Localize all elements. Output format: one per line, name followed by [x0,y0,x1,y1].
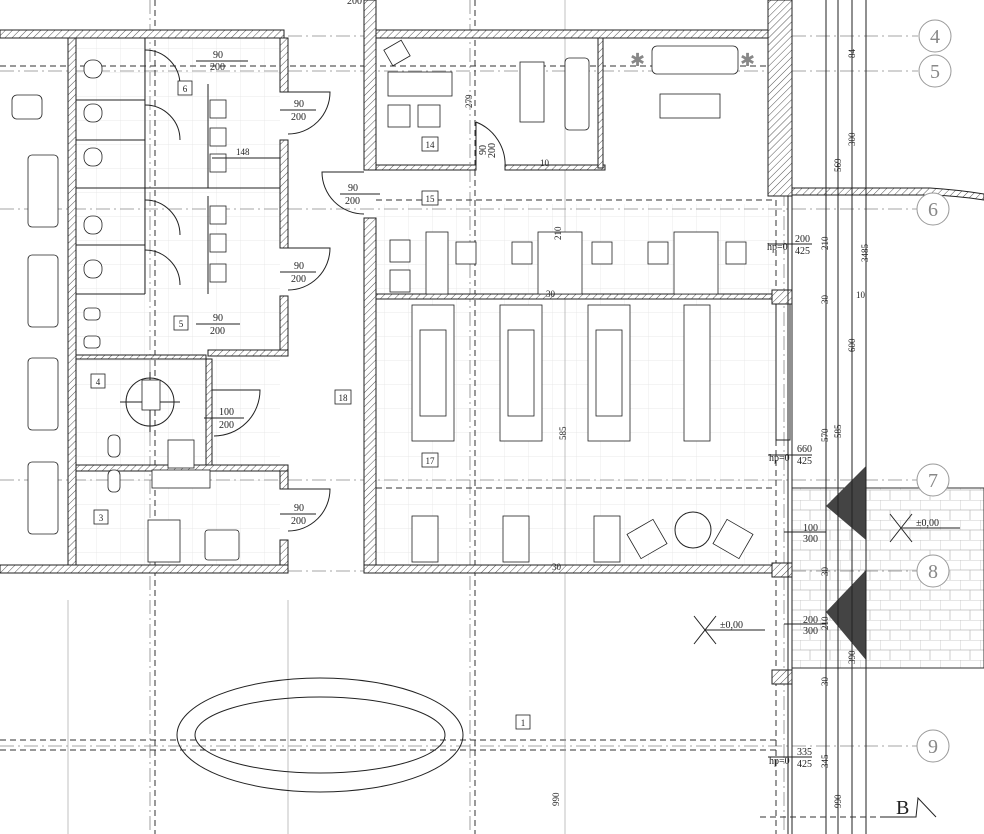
door-width: 100 [219,407,234,418]
level-marks: ±0,00 ±0,00 [693,513,960,645]
dim: 84 [847,49,857,59]
section-mark: B [760,796,937,819]
door-width: 90 [213,50,223,61]
sill-height: hp=0 [769,453,790,464]
dim: 390 [847,650,857,664]
window-width: 335 [797,747,812,758]
room-number: 5 [179,319,184,329]
left-seating [11,94,59,535]
door-height: 300 [803,626,818,637]
grid-axis-markers: 4 5 6 7 8 9 [916,19,952,763]
door-height: 200 [291,516,306,527]
dim: 30 [820,677,830,687]
window-height: 425 [797,759,812,770]
room-number: 15 [426,194,436,204]
room-numbers: 6 5 4 3 14 15 17 18 1 [90,80,531,730]
door-height: 200 [219,420,234,431]
dim: 569 [833,158,843,172]
furniture: ✱ ✱ [383,39,755,563]
door-height: 200 [291,274,306,285]
axis-label: 5 [930,61,940,83]
door-height: 200 [487,143,498,158]
door-height: 200 [210,326,225,337]
door-width: 90 [478,145,489,155]
dim: 990 [833,794,843,808]
level-mark: ±0,00 [916,518,939,529]
plant-icon: ✱ [740,50,755,70]
sill-height: hp=0 [769,756,790,767]
door-width: 90 [294,99,304,110]
level-mark: ±0,00 [720,620,743,631]
dim: 30 [552,562,562,572]
paving-area [791,487,984,669]
plant-icon: ✱ [630,50,645,70]
entrance-arrow [826,570,866,660]
dim: 30 [820,567,830,577]
window-height: 425 [797,456,812,467]
dim: 30 [546,289,556,299]
dim: 600 [847,338,857,352]
dim: 210 [553,226,563,240]
axis-label: 6 [928,199,938,221]
section-label: B [896,797,909,819]
room-number: 18 [339,393,349,403]
door-width: 100 [803,523,818,534]
room-number: 6 [183,84,188,94]
room-number: 14 [426,140,436,150]
dim: 585 [558,426,568,440]
room-number: 3 [99,513,104,523]
dimension-lines [825,0,867,834]
dim: 210 [820,616,830,630]
axis-label: 9 [928,736,938,758]
dim: 300 [847,132,857,146]
dim: 990 [551,792,561,806]
door-width: 200 [803,615,818,626]
window-height: 425 [795,246,810,257]
window-width: 660 [797,444,812,455]
dimension-values: 148 279 10 210 30 585 30 990 84 300 569 … [212,49,870,808]
dim: 148 [236,147,250,157]
door-width: 90 [348,183,358,194]
dim: 210 [820,236,830,250]
room-number: 17 [426,456,436,466]
axis-label: 8 [928,561,938,583]
room-number: 1 [521,718,526,728]
fountain-inner [194,696,446,774]
fountain-outer [176,677,464,793]
door-height: 200 [345,196,360,207]
axis-label: 7 [928,470,938,492]
dim: 570 [820,428,830,442]
dim: 279 [464,94,474,108]
window-width: 200 [795,234,810,245]
door-width: 90 [294,503,304,514]
toilet-cubicles [76,38,280,563]
door-height: 200 [347,0,362,7]
sill-height: hp=0 [767,242,788,253]
door-height: 200 [210,62,225,73]
dim: 30 [820,295,830,305]
dim: 10 [856,290,866,300]
entrance-arrow [826,466,866,540]
door-width: 90 [213,313,223,324]
dim: 3485 [860,244,870,263]
door-width: 90 [294,261,304,272]
dim: 10 [540,158,550,168]
door-swings [212,91,506,532]
dim: 345 [820,754,830,768]
dim: 585 [833,424,843,438]
axis-label: 4 [930,26,940,48]
door-height: 200 [291,112,306,123]
door-height: 300 [803,534,818,545]
room-number: 4 [96,377,101,387]
